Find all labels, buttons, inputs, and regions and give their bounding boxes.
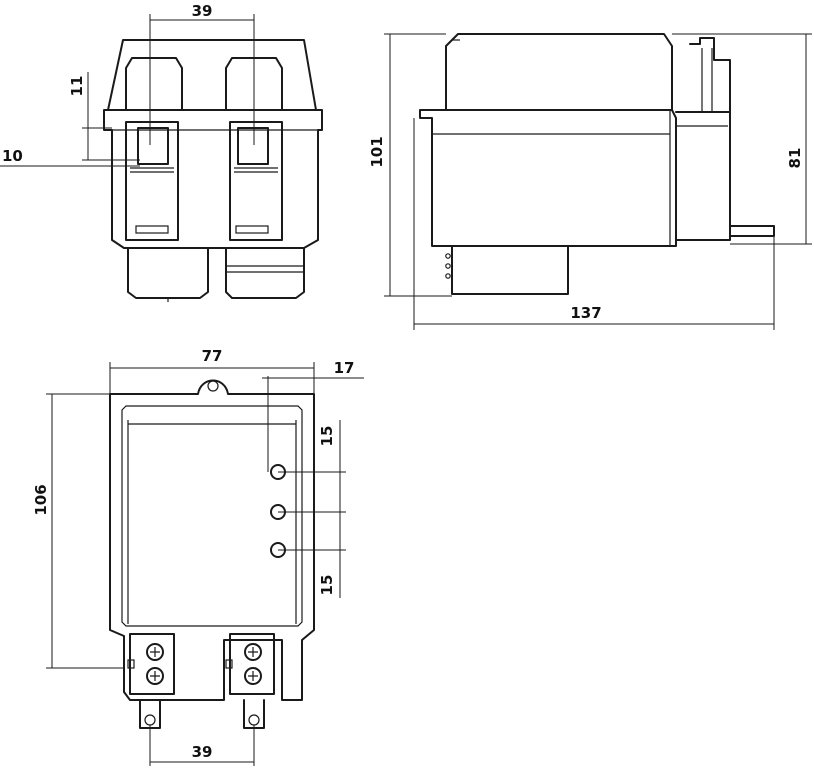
dim-side-height-total: 101 (368, 136, 386, 167)
terminal-block-right (225, 633, 275, 729)
front-connector-right (225, 247, 305, 299)
side-right-module (675, 111, 731, 241)
dim-terminal-spacing: 39 (192, 743, 213, 761)
dim-top-width: 77 (202, 347, 223, 365)
side-bottom-tab (729, 225, 775, 237)
terminal-block-left (127, 633, 175, 729)
front-view: 39 11 10 (0, 2, 323, 302)
front-top-cap (107, 39, 317, 111)
mounting-hole (207, 380, 219, 392)
dim-top-height: 106 (32, 484, 50, 515)
dim-side-height-body: 81 (786, 148, 804, 169)
dim-led-spacing-top: 15 (318, 426, 336, 447)
dim-led-spacing-bottom: 15 (318, 575, 336, 596)
front-connector-left (127, 247, 209, 299)
dim-front-lower: 10 (2, 147, 23, 165)
dim-top-offset: 17 (334, 359, 355, 377)
dim-side-length: 137 (570, 304, 601, 322)
side-top-tab (689, 37, 731, 113)
top-outline (109, 379, 315, 701)
front-terminal-left (125, 57, 183, 241)
front-body (103, 109, 323, 249)
top-view: 77 17 106 15 15 39 (32, 347, 364, 766)
front-terminal-right (225, 57, 283, 241)
dim-front-upper: 11 (68, 76, 86, 97)
side-view: 101 81 137 (368, 33, 812, 330)
dim-front-width: 39 (192, 2, 213, 20)
side-bottom-connector (451, 245, 569, 295)
side-body (419, 109, 677, 247)
side-top-housing (445, 33, 673, 111)
